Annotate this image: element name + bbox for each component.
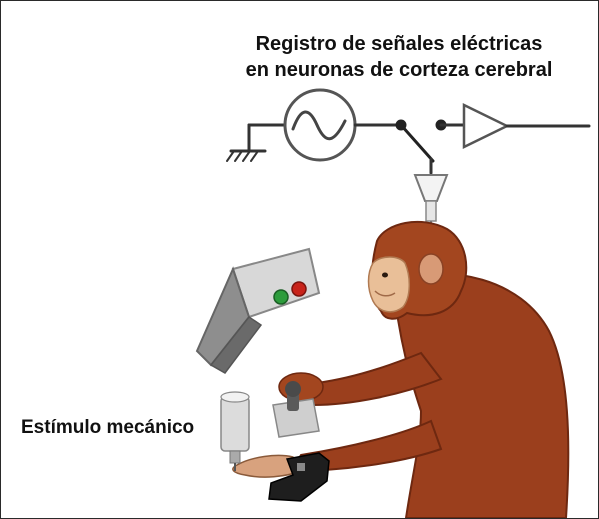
switch-icon: [395, 119, 447, 163]
wrist-strap-icon: [268, 452, 330, 502]
recording-circuit: [226, 88, 591, 175]
stimulus-label: Estímulo mecánico: [21, 417, 195, 438]
amplifier-icon: [462, 102, 510, 150]
green-light-icon: [273, 289, 289, 305]
monkey-illustration: [232, 220, 570, 518]
title-line-1: Registro de señales eléctricas: [255, 33, 543, 55]
oscilloscope-icon: [283, 88, 357, 162]
title-line-2: en neuronas de corteza cerebral: [245, 59, 553, 81]
lever-device: [272, 381, 320, 438]
red-light-icon: [291, 281, 307, 297]
diagram-title: Registro de señales eléctricas en neuron…: [219, 31, 579, 83]
signal-panel: [195, 247, 321, 374]
ground-symbol: [226, 123, 267, 162]
mechanical-stimulator: [220, 391, 250, 471]
